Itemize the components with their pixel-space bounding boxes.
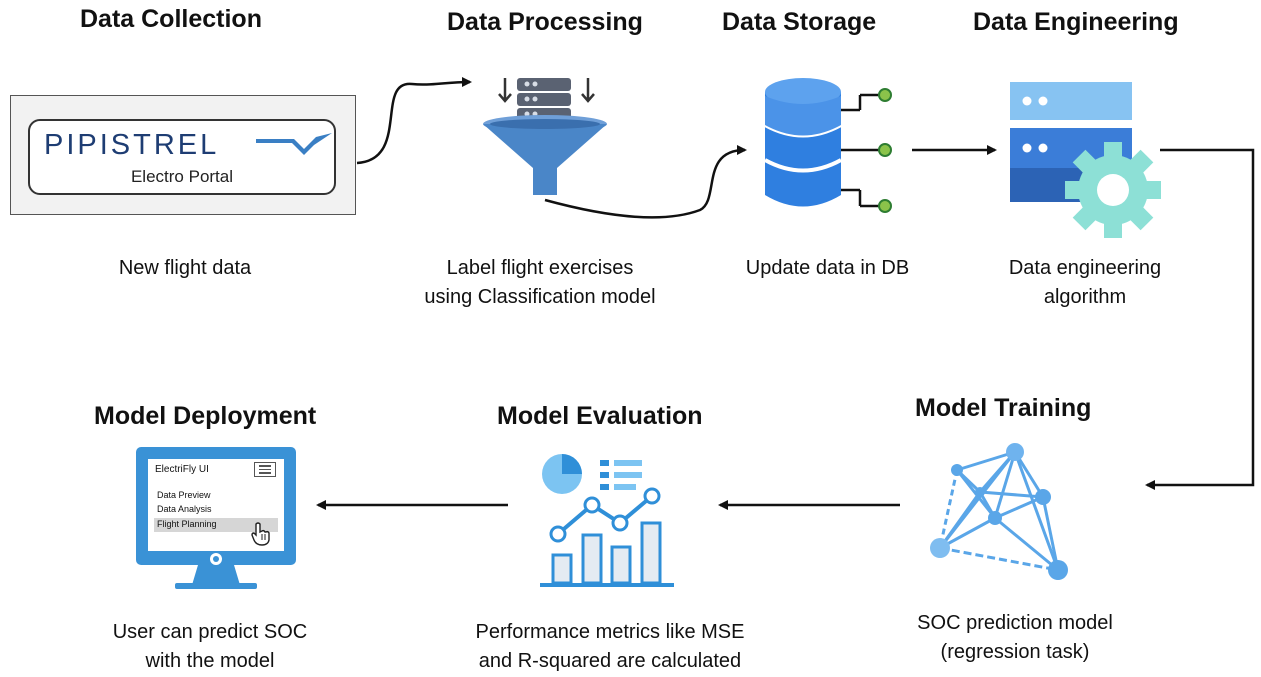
app-screen: ElectriFly UI Data Preview Data Analysis… bbox=[150, 461, 282, 549]
menu-item-flight-planning[interactable]: Flight Planning bbox=[154, 518, 278, 532]
gear-icon bbox=[1065, 142, 1161, 238]
caption-data-engineering: Data engineering algorithm bbox=[965, 254, 1205, 312]
caption-line: Label flight exercises bbox=[446, 257, 634, 279]
title-data-storage: Data Storage bbox=[722, 8, 877, 36]
title-model-deployment: Model Deployment bbox=[94, 402, 317, 430]
title-data-collection: Data Collection bbox=[80, 5, 262, 33]
title-model-training: Model Training bbox=[915, 394, 1092, 422]
caption-line: Data engineering bbox=[1008, 257, 1162, 279]
portal-subtitle: Electro Portal bbox=[130, 167, 234, 186]
pointer-hand-icon bbox=[251, 522, 270, 546]
swallow-logo-icon bbox=[256, 133, 332, 155]
caption-line: using Classification model bbox=[424, 286, 656, 308]
caption-model-deployment: User can predict SOC with the model bbox=[75, 618, 345, 676]
title-model-evaluation: Model Evaluation bbox=[497, 402, 703, 430]
arrow-engineering-to-training bbox=[1145, 148, 1255, 490]
menu-item-data-preview[interactable]: Data Preview bbox=[157, 490, 211, 500]
pipistrel-logo: PIPISTREL bbox=[44, 129, 220, 161]
caption-line: algorithm bbox=[1043, 286, 1127, 308]
arrow-processing-to-storage bbox=[544, 145, 747, 219]
caption-model-evaluation: Performance metrics like MSE and R-squar… bbox=[430, 618, 790, 676]
database-icon bbox=[764, 78, 892, 213]
menu-item-data-analysis[interactable]: Data Analysis bbox=[157, 504, 212, 514]
analytics-chart-icon bbox=[540, 454, 674, 587]
arrow-collection-to-processing bbox=[356, 77, 472, 165]
caption-line: Update data in DB bbox=[745, 257, 910, 279]
caption-line: (regression task) bbox=[940, 641, 1090, 663]
caption-model-training: SOC prediction model (regression task) bbox=[880, 609, 1150, 667]
hamburger-menu-icon[interactable] bbox=[254, 462, 276, 477]
network-nodes bbox=[930, 443, 1068, 580]
server-funnel-icon bbox=[483, 78, 607, 195]
server-gear-icon bbox=[1010, 82, 1161, 238]
caption-line: Performance metrics like MSE bbox=[475, 621, 745, 643]
title-data-engineering: Data Engineering bbox=[973, 8, 1179, 36]
caption-data-processing: Label flight exercises using Classificat… bbox=[395, 254, 685, 312]
portal-card: PIPISTREL Electro Portal bbox=[28, 119, 336, 195]
caption-data-collection: New flight data bbox=[60, 254, 310, 283]
caption-line: New flight data bbox=[118, 257, 252, 279]
app-title: ElectriFly UI bbox=[155, 464, 209, 475]
title-data-processing: Data Processing bbox=[447, 8, 643, 36]
caption-data-storage: Update data in DB bbox=[710, 254, 945, 283]
caption-line: and R-squared are calculated bbox=[478, 650, 742, 672]
neural-network-icon bbox=[938, 450, 1060, 572]
caption-line: SOC prediction model bbox=[917, 612, 1113, 634]
caption-line: User can predict SOC bbox=[112, 621, 308, 643]
caption-line: with the model bbox=[145, 650, 275, 672]
portal-screenshot: PIPISTREL Electro Portal bbox=[10, 95, 356, 215]
menu-item-label: Flight Planning bbox=[157, 519, 217, 529]
